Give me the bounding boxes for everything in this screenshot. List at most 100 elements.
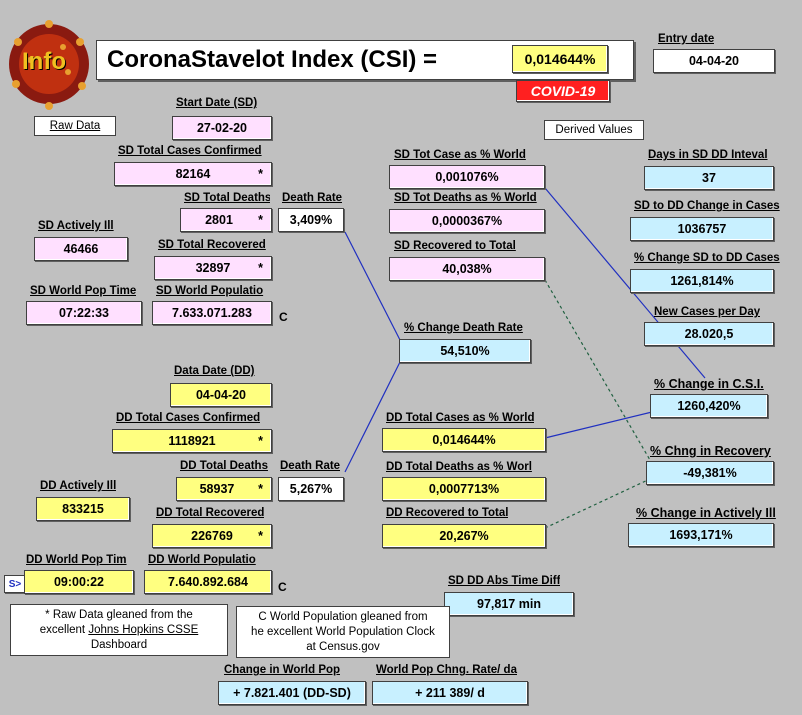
sd-total-recovered[interactable]: 32897 * [154,256,272,280]
connector-sd-death-rate [344,231,401,341]
dd-total-cases-value: 1118921 [168,434,216,448]
sd-recovered-label: SD Recovered to Total [394,240,516,252]
pct-change-cases-label: % Change SD to DD Cases [634,252,780,264]
source-star: * [258,167,263,181]
census-note: C World Population gleaned from he excel… [236,606,450,658]
dd-actively-ill-label: DD Actively Ill [40,480,117,492]
title-bar: CoronaStavelot Index (CSI) = [96,40,634,80]
dd-data-date-label: Data Date (DD) [174,365,255,377]
page-title: CoronaStavelot Index (CSI) = [107,46,438,73]
census-note-line3: at Census.gov [306,641,380,653]
source-star: * [258,213,263,227]
abs-time-diff-label: SD DD Abs Time Diff [448,575,561,587]
dd-total-recovered[interactable]: 226769 * [152,524,272,548]
change-death-rate-label: % Change Death Rate [404,322,523,334]
source-star: * [258,434,263,448]
sd-start-date[interactable]: 27-02-20 [172,116,272,140]
dd-world-pop[interactable]: 7.640.892.684 [144,570,272,594]
logo-text: Info [22,48,66,75]
census-note-line2: he excellent World Population Clock [251,626,435,638]
chng-recovery-label: % Chng in Recovery [650,444,771,458]
census-mark: C [279,310,288,324]
census-mark: C [278,580,287,594]
change-ill: 1693,171% [628,523,774,547]
sd-total-cases-value: 82164 [175,167,211,181]
dd-total-deaths-label: DD Total Deaths [180,460,268,472]
dd-recovered-label: DD Recovered to Total [386,507,509,519]
source-star: * [258,529,263,543]
sd-start-date-label: Start Date (SD) [176,97,258,109]
abs-time-diff: 97,817 min [444,592,574,616]
pct-change-cases: 1261,814% [630,269,774,293]
change-cases-label: SD to DD Change in Cases [634,200,780,212]
virus-icon [9,20,89,110]
chng-recovery: -49,381% [646,461,774,485]
sd-total-cases-label: SD Total Cases Confirmed [118,145,262,157]
connector-dd-cases-csi [544,411,653,439]
pop-rate: + 211 389/ d [372,681,528,705]
dd-total-deaths-value: 58937 [199,482,235,496]
source-star: * [258,482,263,496]
sd-total-deaths[interactable]: 2801 * [180,208,272,232]
sd-total-recovered-value: 32897 [195,261,231,275]
change-world-pop: + 7.821.401 (DD-SD) [218,681,366,705]
sd-death-rate: 3,409% [278,208,344,232]
dd-deaths-pct: 0,0007713% [382,477,546,501]
days-label: Days in SD DD Inteval [648,149,768,161]
dd-data-date[interactable]: 04-04-20 [170,383,272,407]
raw-note-line1: * Raw Data gleaned from the [45,609,193,621]
change-csi: 1260,420% [650,394,768,418]
source-star: * [258,261,263,275]
raw-note-line3: Dashboard [90,639,148,651]
new-cases: 28.020,5 [644,322,774,346]
census-note-line1: C World Population gleaned from [258,611,428,623]
change-world-pop-label: Change in World Pop [224,664,341,676]
csi-value: 0,014644% [512,45,608,73]
sd-deaths-pct-label: SD Tot Deaths as % World [394,192,537,204]
sd-world-pop-time-label: SD World Pop Time [30,285,137,297]
dd-total-recovered-value: 226769 [191,529,233,543]
sd-cases-pct-label: SD Tot Case as % World [394,149,526,161]
derived-values-button[interactable]: Derived Values [544,120,644,140]
change-death-rate: 54,510% [399,339,531,363]
dd-total-cases[interactable]: 1118921 * [112,429,272,453]
raw-data-button[interactable]: Raw Data [34,116,116,136]
sd-total-deaths-label: SD Total Deaths [184,192,270,204]
dd-deaths-pct-label: DD Total Deaths as % Worl [386,461,532,473]
connector-dd-recovered [544,477,653,529]
sd-cases-pct: 0,001076% [389,165,545,189]
connector-dd-death-rate [344,361,401,473]
sd-deaths-pct: 0,0000367% [389,209,545,233]
dd-world-pop-time-label: DD World Pop Tim [26,554,127,566]
dd-cases-pct-label: DD Total Cases as % World [386,412,535,424]
nav-button[interactable]: S> [4,575,26,593]
dd-total-recovered-label: DD Total Recovered [156,507,265,519]
johns-hopkins-link[interactable]: Johns Hopkins CSSE [88,624,199,636]
sd-world-pop-label: SD World Populatio [156,285,264,297]
change-ill-label: % Change in Actively Ill [636,506,776,520]
sd-recovered: 40,038% [389,257,545,281]
covid-badge: COVID-19 [516,80,610,102]
new-cases-label: New Cases per Day [654,306,761,318]
entry-date-field[interactable]: 04-04-20 [653,49,775,73]
dd-actively-ill: 833215 [36,497,130,521]
sd-actively-ill-label: SD Actively Ill [38,220,114,232]
raw-note-line2: excellent Johns Hopkins CSSE [39,624,199,636]
sd-world-pop[interactable]: 7.633.071.283 [152,301,272,325]
dd-death-rate-label: Death Rate [280,460,341,472]
dd-total-deaths[interactable]: 58937 * [176,477,272,501]
connector-sd-recovered [544,279,651,461]
dd-world-pop-time[interactable]: 09:00:22 [24,570,134,594]
sd-actively-ill: 46466 [34,237,128,261]
change-cases: 1036757 [630,217,774,241]
dd-world-pop-label: DD World Populatio [148,554,256,566]
days-value: 37 [644,166,774,190]
sd-world-pop-time[interactable]: 07:22:33 [26,301,142,325]
dd-total-cases-label: DD Total Cases Confirmed [116,412,261,424]
pop-rate-label: World Pop Chng. Rate/ da [376,664,517,676]
sd-total-recovered-label: SD Total Recovered [158,239,266,251]
info-logo[interactable]: Info [8,12,90,112]
entry-date-label: Entry date [658,33,715,45]
sd-total-cases[interactable]: 82164 * [114,162,272,186]
